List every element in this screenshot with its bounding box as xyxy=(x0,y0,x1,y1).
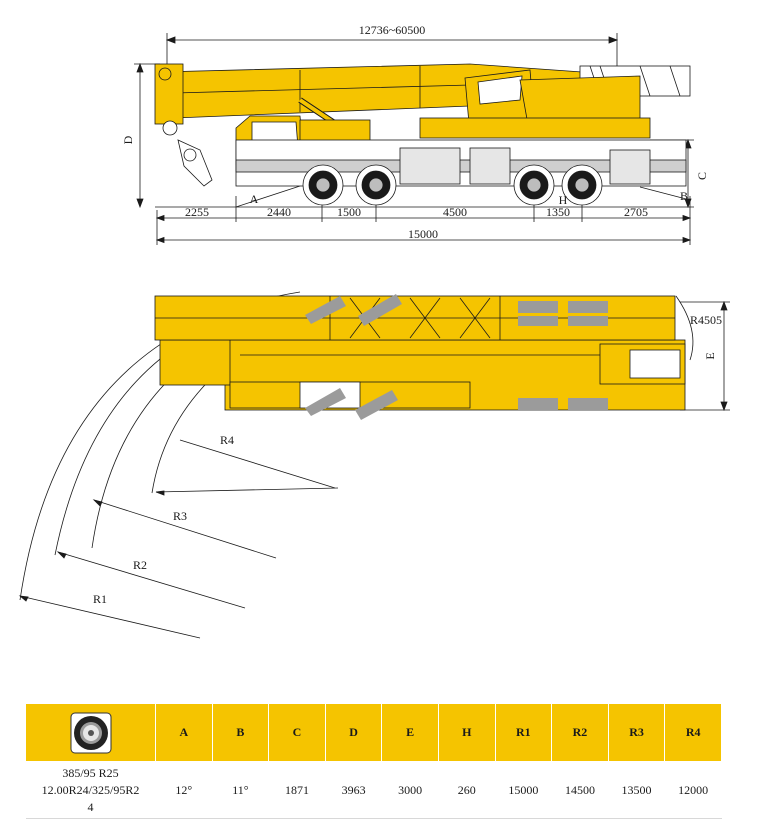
tail-radius-label: R4505 xyxy=(690,313,722,327)
col-header-h: H xyxy=(437,703,496,762)
value-c: 1871 xyxy=(268,761,326,819)
value-r1: 15000 xyxy=(495,761,552,819)
tire-spec-line-3: 4 xyxy=(87,799,94,814)
col-header-b: B xyxy=(211,703,270,762)
top-view xyxy=(18,291,730,639)
letter-b: B xyxy=(680,189,688,203)
value-a: 12° xyxy=(155,761,213,819)
col-header-r4: R4 xyxy=(664,703,722,762)
value-r2: 14500 xyxy=(551,761,609,819)
col-header-c: C xyxy=(268,703,326,762)
letter-h: H xyxy=(559,193,568,207)
tire-spec-line-1: 385/95 R25 xyxy=(62,765,119,780)
letter-e: E xyxy=(703,352,717,359)
col-header-r1: R1 xyxy=(494,703,553,762)
radius-label-r4: R4 xyxy=(220,433,234,447)
dim-2705: 2705 xyxy=(624,205,648,219)
technical-drawing: 12736~60500 D C A H B 2255 2440 1500 450… xyxy=(18,23,730,639)
col-header-r3: R3 xyxy=(607,703,666,762)
letter-a: A xyxy=(250,192,259,206)
tire-header xyxy=(25,703,156,762)
dim-2255: 2255 xyxy=(185,205,209,219)
radius-label-r2: R2 xyxy=(133,558,147,572)
dim-1350: 1350 xyxy=(546,205,570,219)
radius-label-r1: R1 xyxy=(93,592,107,606)
dim-4500: 4500 xyxy=(443,205,467,219)
letter-d: D xyxy=(121,135,135,144)
boom-length-label: 12736~60500 xyxy=(359,23,426,37)
dim-15000: 15000 xyxy=(408,227,438,241)
spec-table: A B C D E H R1 R2 R3 R4 385/95 R25 12.00… xyxy=(25,703,722,819)
radius-label-r3: R3 xyxy=(173,509,187,523)
tire-spec-line-2: 12.00R24/325/95R2 xyxy=(41,782,140,797)
dim-1500: 1500 xyxy=(337,205,361,219)
value-h: 260 xyxy=(438,761,496,819)
col-header-e: E xyxy=(381,703,439,762)
value-e: 3000 xyxy=(381,761,439,819)
col-header-a: A xyxy=(155,703,213,762)
dim-2440: 2440 xyxy=(267,205,291,219)
side-view xyxy=(134,33,694,245)
col-header-d: D xyxy=(324,703,383,762)
col-header-r2: R2 xyxy=(551,703,609,762)
value-b: 11° xyxy=(212,761,269,819)
tire-icon xyxy=(70,712,112,754)
letter-c: C xyxy=(695,172,709,180)
value-r3: 13500 xyxy=(608,761,665,819)
value-d: 3963 xyxy=(325,761,382,819)
header-row: A B C D E H R1 R2 R3 R4 xyxy=(25,703,722,762)
